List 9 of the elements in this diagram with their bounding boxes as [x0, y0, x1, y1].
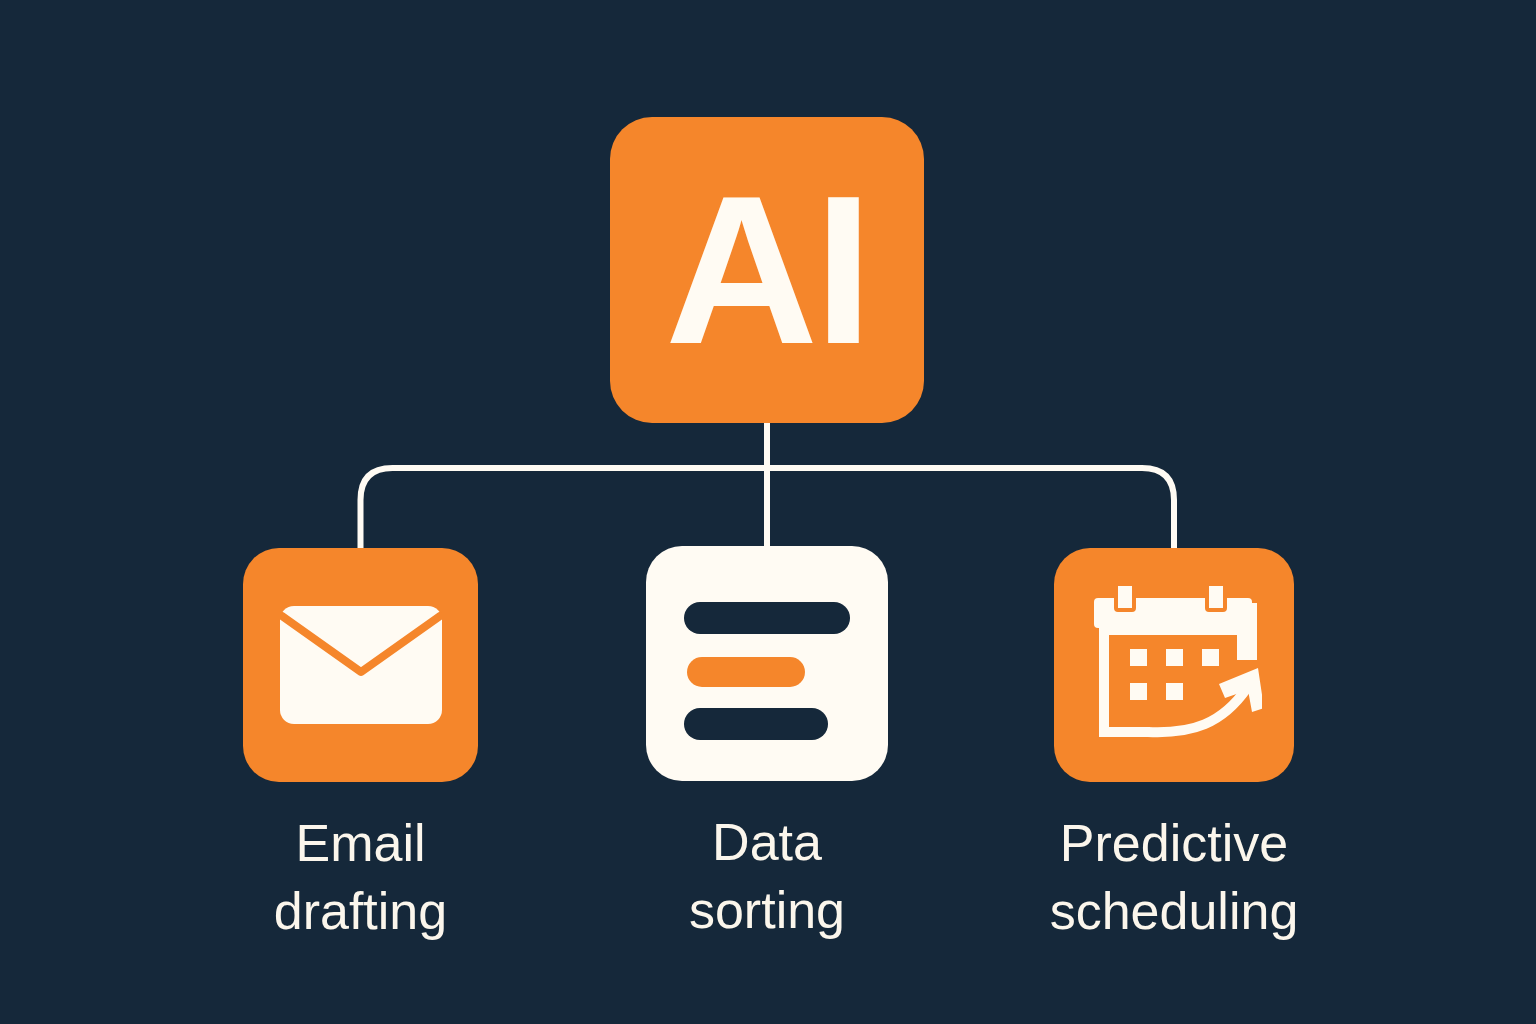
- connector-line: [764, 471, 770, 546]
- node-caption: Email drafting: [272, 813, 449, 942]
- node-caption: Predictive scheduling: [1048, 813, 1300, 942]
- node-label: AI: [665, 164, 869, 376]
- process-box: [610, 117, 924, 423]
- connector-line: [770, 465, 1177, 548]
- node-caption: Data sorting: [687, 812, 847, 941]
- connector-line: [764, 423, 770, 471]
- connector-line: [357, 465, 764, 548]
